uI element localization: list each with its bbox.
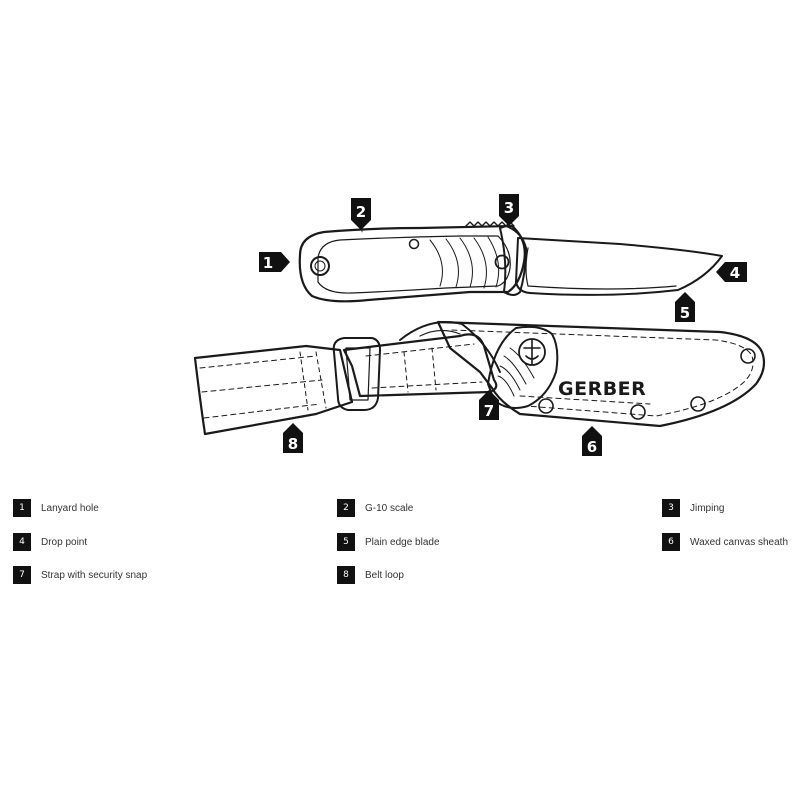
security-snap (487, 325, 559, 409)
legend-item-3: 3 Jimping (662, 499, 724, 517)
lanyard-hole (310, 256, 330, 276)
legend-label: G-10 scale (365, 502, 414, 514)
callout-4: 4 (716, 262, 747, 282)
svg-text:1: 1 (263, 254, 273, 272)
blade (515, 237, 723, 296)
legend-item-6: 6 Waxed canvas sheath (662, 533, 788, 551)
legend-badge: 1 (13, 499, 31, 517)
legend-item-7: 7 Strap with security snap (13, 566, 147, 584)
belt-loop (193, 344, 354, 436)
handle-pin-2 (494, 254, 510, 270)
brand-wordmark: GERBER (558, 378, 646, 400)
legend-item-2: 2 G-10 scale (337, 499, 413, 517)
rivet (690, 396, 706, 412)
legend-badge: 7 (13, 566, 31, 584)
svg-text:6: 6 (587, 438, 597, 456)
callout-6: 6 (582, 426, 602, 456)
knife-sheath-diagram: GERBER 1 2 3 4 5 6 7 8 (193, 194, 766, 456)
g10-scale (317, 235, 511, 294)
gerber-logo-icon (518, 338, 546, 366)
callout-1: 1 (259, 252, 290, 272)
svg-text:3: 3 (504, 199, 514, 217)
handle (298, 224, 526, 303)
jimping (465, 221, 515, 227)
legend-label: Waxed canvas sheath (690, 536, 789, 548)
callout-2: 2 (351, 198, 371, 230)
svg-text:8: 8 (288, 435, 298, 453)
legend-label: Lanyard hole (41, 502, 99, 514)
legend-item-5: 5 Plain edge blade (337, 533, 440, 551)
legend-badge: 8 (337, 566, 355, 584)
callout-3: 3 (499, 194, 519, 226)
buckle (332, 337, 381, 411)
legend-label: Drop point (41, 536, 88, 548)
legend-label: Plain edge blade (365, 536, 440, 548)
knife (298, 221, 723, 303)
svg-text:7: 7 (484, 402, 494, 420)
handle-pin (408, 238, 420, 250)
rivet (538, 398, 554, 414)
sheath-body (436, 320, 766, 428)
legend-badge: 4 (13, 533, 31, 551)
svg-text:5: 5 (680, 304, 690, 322)
svg-text:4: 4 (730, 264, 740, 282)
callout-7: 7 (479, 390, 499, 420)
callout-5: 5 (675, 292, 695, 322)
legend-badge: 2 (337, 499, 355, 517)
legend-badge: 5 (337, 533, 355, 551)
svg-text:2: 2 (356, 203, 366, 221)
legend-label: Strap with security snap (41, 569, 148, 581)
blade-bevel (525, 247, 677, 290)
bolster (499, 225, 527, 296)
callout-8: 8 (283, 423, 303, 453)
legend-label: Jimping (690, 502, 725, 514)
legend-item-1: 1 Lanyard hole (13, 499, 99, 517)
legend-label: Belt loop (365, 569, 404, 581)
rivet (740, 348, 756, 364)
legend-item-8: 8 Belt loop (337, 566, 404, 584)
legend-badge: 6 (662, 533, 680, 551)
rivet (630, 404, 646, 420)
legend-item-4: 4 Drop point (13, 533, 87, 551)
legend-badge: 3 (662, 499, 680, 517)
